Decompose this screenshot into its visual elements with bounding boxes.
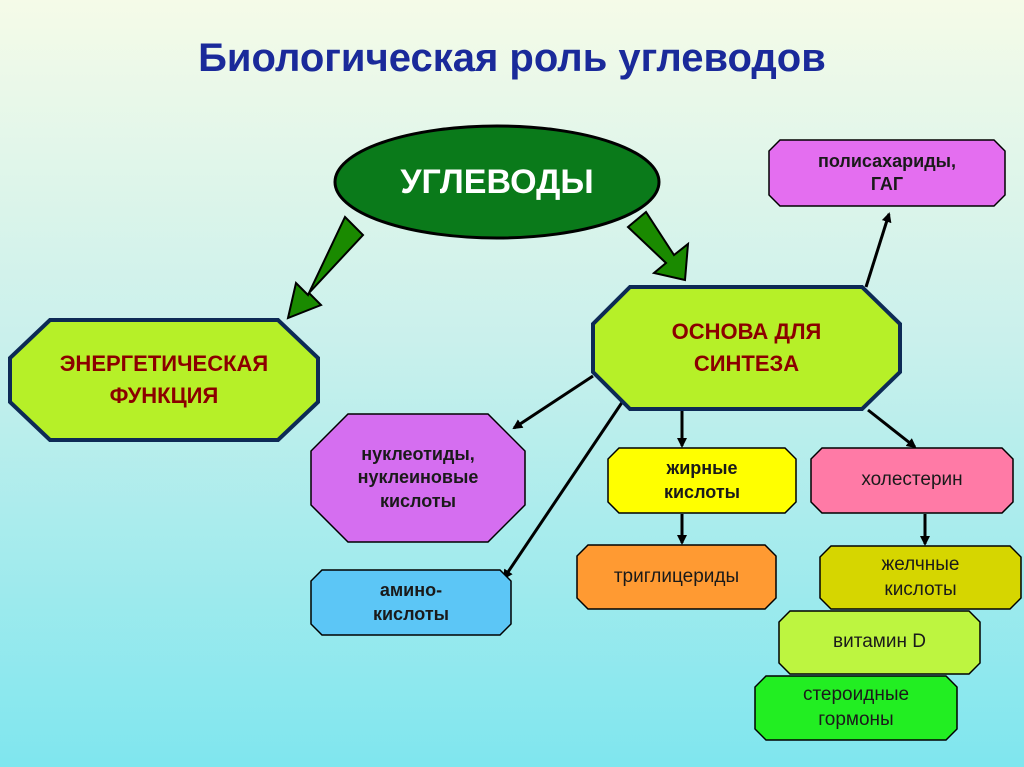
node-vitamin-d-shape [778, 610, 981, 675]
node-amino-acids-shape [310, 569, 512, 636]
page-title: Биологическая роль углеводов [198, 36, 826, 80]
node-polysaccharides: полисахариды, ГАГ [817, 150, 957, 194]
node-amino-acids: амино- кислоты [372, 580, 450, 624]
node-polysaccharides-shape [768, 139, 1006, 207]
node-synthesis-shape [591, 285, 902, 411]
node-energy: ЭНЕРГЕТИЧЕСКАЯ ФУНКЦИЯ [59, 351, 269, 408]
node-triglycerides: триглицериды [613, 565, 740, 587]
node-energy-shape [8, 318, 320, 442]
node-nucleotides: нуклеотиды, нуклеиновые кислоты [357, 443, 479, 511]
node-triglycerides-shape [576, 544, 777, 610]
arrow-to-polysaccharides [864, 212, 892, 288]
arrow-to-nucleotides [512, 374, 594, 430]
node-cholesterol-shape [810, 447, 1014, 514]
block-arrow-to-synthesis [626, 210, 690, 282]
node-carbs-shape [333, 124, 661, 240]
node-bile-acids-shape [819, 545, 1022, 610]
node-steroid-hormones-shape [754, 675, 958, 741]
node-cholesterol: холестерин [861, 469, 963, 491]
node-fatty-acids-shape [607, 447, 797, 514]
arrow-to-cholesterol [867, 408, 917, 449]
node-bile-acids: желчные кислоты [881, 553, 960, 600]
node-synthesis: ОСНОВА ДЛЯ СИНТЕЗА [671, 319, 822, 376]
arrow-to-amino-acids [502, 397, 627, 580]
block-arrow-to-energy [286, 215, 365, 320]
node-vitamin-d: витамин D [833, 631, 926, 653]
node-nucleotides-shape [310, 413, 526, 543]
node-fatty-acids: жирные кислоты [663, 458, 741, 502]
node-steroid-hormones: стероидные гормоны [802, 684, 910, 730]
node-carbs: УГЛЕВОДЫ [400, 162, 594, 201]
